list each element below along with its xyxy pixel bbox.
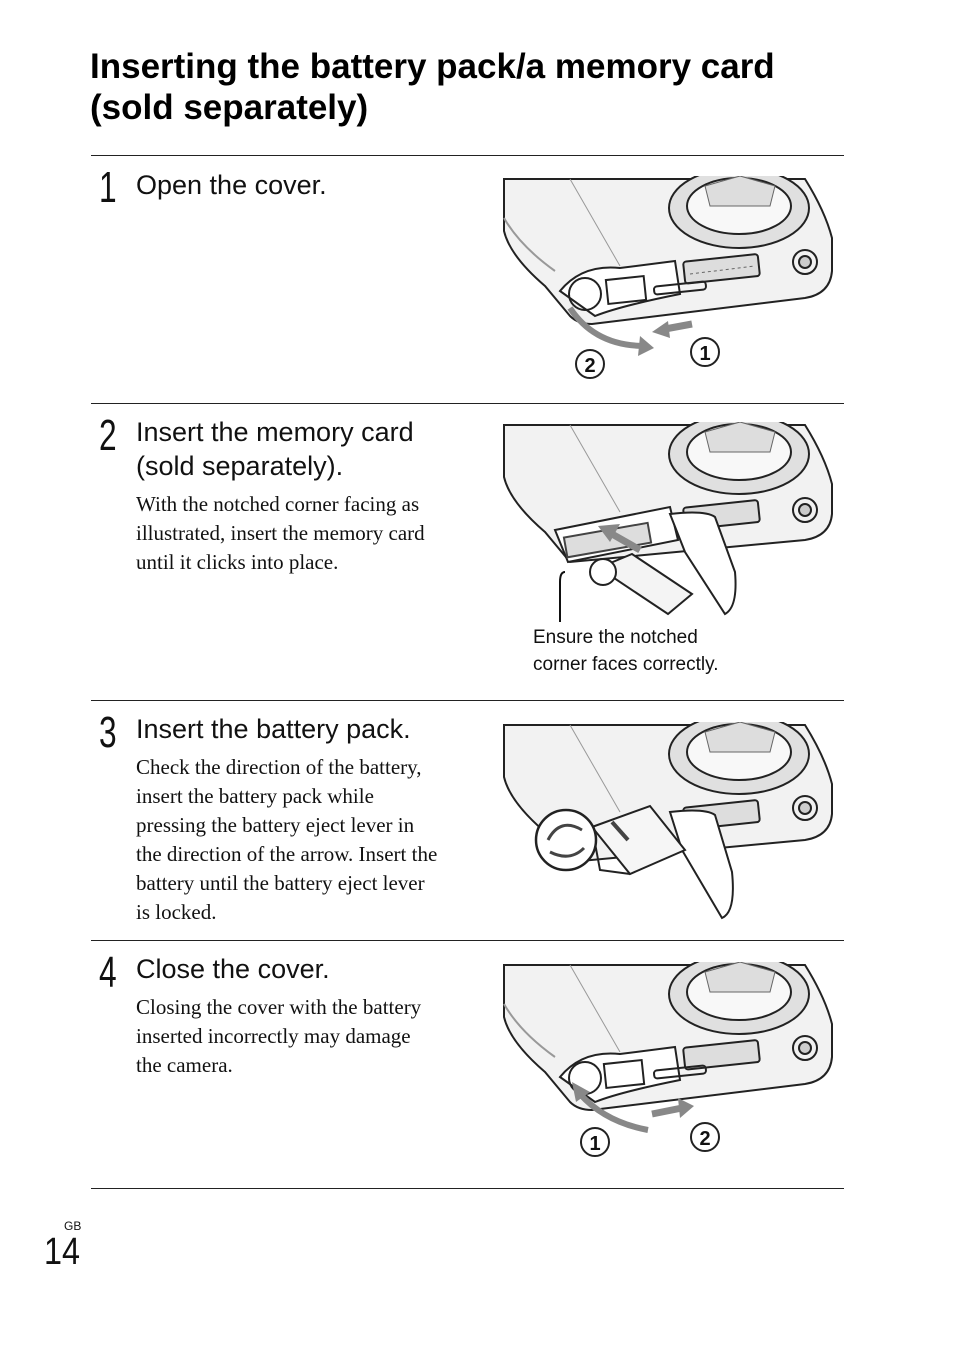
step-3-body-line: is locked. [136,900,217,924]
step-3-body-line: pressing the battery eject lever in [136,813,415,837]
step-4-body: Closing the cover with the battery inser… [136,993,481,1080]
step-2-body-line: illustrated, insert the memory card [136,521,425,545]
step-4-number: 4 [99,948,117,997]
step-4-body-line: the camera. [136,1053,233,1077]
step-4-heading-line-1: Close the cover. [136,954,330,984]
camera-open-cover-illustration: 2 1 [503,176,833,379]
caption-line: Ensure the notched [533,627,698,648]
step-1-heading-line-1: Open the cover. [136,170,327,200]
step-3-number: 3 [99,708,117,757]
section-divider [91,403,844,404]
step-3-body-line: the direction of the arrow. Insert the [136,842,438,866]
page-title-line-2: (sold separately) [90,88,369,127]
page-title-line-1: Inserting the battery pack/a memory card [90,47,775,86]
step-2-number: 2 [99,411,117,460]
region-label: GB [64,1219,82,1233]
section-divider [91,1188,844,1189]
page-title: Inserting the battery pack/a memory card… [90,46,870,128]
section-divider [91,155,844,156]
step-3-heading-line-1: Insert the battery pack. [136,714,411,744]
step-2-heading-line-1: Insert the memory card [136,417,414,447]
section-divider [91,700,844,701]
caption-line: corner faces correctly. [533,654,719,675]
step-3-body-line: battery until the battery eject lever [136,871,425,895]
step-2-body: With the notched corner facing as illust… [136,490,481,577]
step-2-body-line: With the notched corner facing as [136,492,420,516]
callout-1-label: 1 [699,343,710,365]
step-4-heading: Close the cover. [136,952,496,986]
callout-1-icon [580,1127,610,1157]
callout-2-label: 2 [699,1128,710,1150]
camera-close-cover-illustration: 1 2 [503,962,833,1157]
section-divider [91,940,844,941]
step-3-body-line: Check the direction of the battery, [136,755,422,779]
callout-2-label: 2 [584,355,595,377]
step-2-heading: Insert the memory card (sold separately)… [136,415,496,483]
step-3-body-line: insert the battery pack while [136,784,374,808]
step-3-body: Check the direction of the battery, inse… [136,753,481,927]
step-2-body-line: until it clicks into place. [136,550,339,574]
page-number: 14 [44,1231,80,1273]
callout-2-icon [690,1122,720,1152]
step-4-body-line: Closing the cover with the battery [136,995,422,1019]
camera-insert-battery-illustration [503,722,833,920]
step-3-heading: Insert the battery pack. [136,712,496,746]
step-1-heading: Open the cover. [136,168,496,202]
step-4-body-line: inserted incorrectly may damage [136,1024,411,1048]
callout-1-icon [690,337,720,367]
callout-2-icon [575,349,605,379]
step-1-number: 1 [99,163,117,212]
camera-insert-card-illustration [503,422,833,622]
callout-1-label: 1 [589,1133,600,1155]
step-2-heading-line-2: (sold separately). [136,451,344,481]
step-2-caption: Ensure the notched corner faces correctl… [533,624,833,678]
